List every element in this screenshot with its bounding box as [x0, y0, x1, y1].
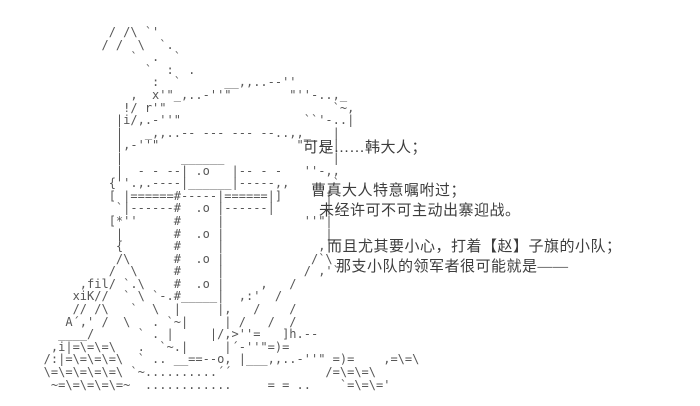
dialogue-line-4: 而且尤其要小心，打着【赵】子旗的小队； [327, 239, 622, 255]
dialogue-line-1: 可是……韩大人； [303, 140, 428, 156]
ascii-art-guard-character: / /\ `' / / \ `. ` . ` ` : . : ` __,,..-… [43, 25, 420, 392]
dialogue-line-3: 未经许可不可主动出寨迎战。 [319, 203, 521, 219]
dialogue-line-2: 曹真大人特意嘱咐过； [311, 183, 467, 199]
dialogue-line-5: 那支小队的领军者很可能就是—— [336, 259, 569, 275]
